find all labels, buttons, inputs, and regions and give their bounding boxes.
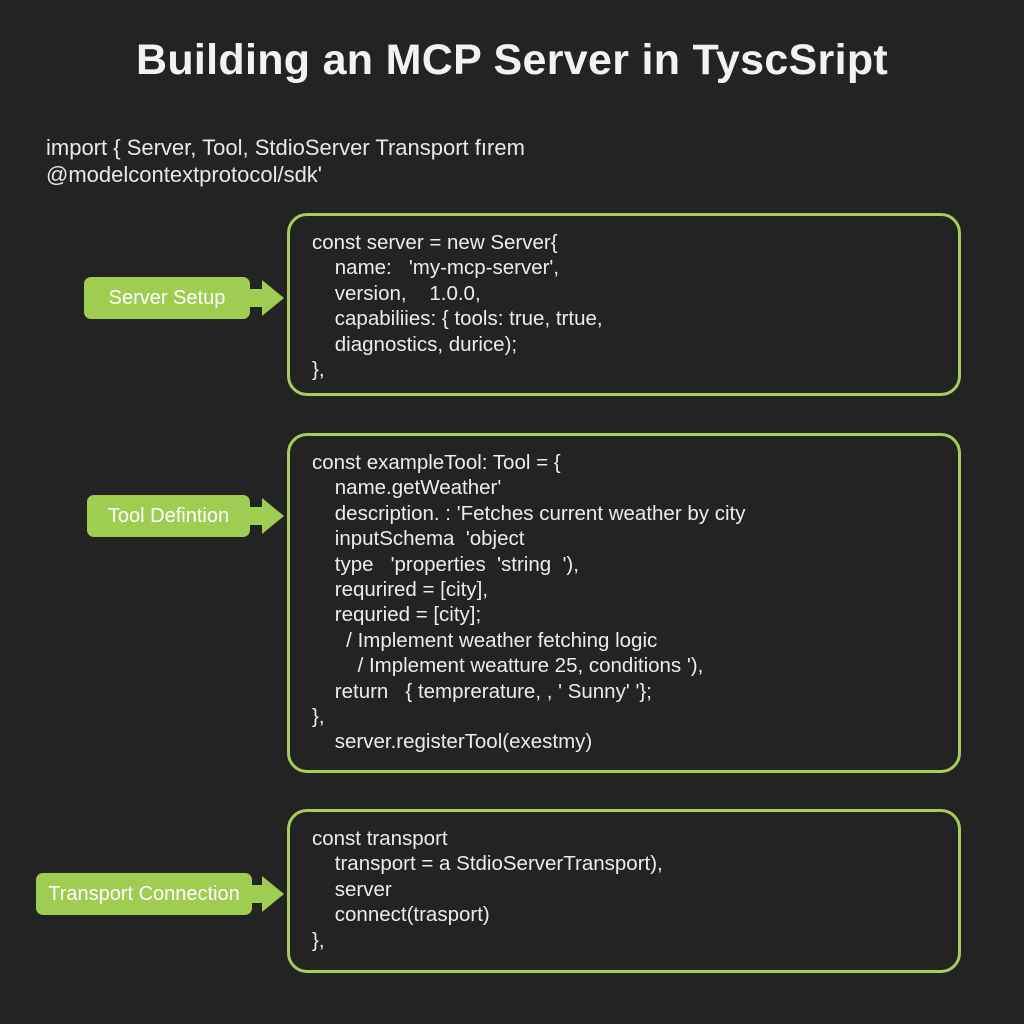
- code-line: },: [312, 928, 325, 952]
- server-setup-label: Server Setup: [84, 277, 284, 319]
- code-line: diagnostics, durice);: [312, 332, 518, 356]
- arrow-stem: [248, 507, 264, 525]
- code-line: capabiliies: { tools: true, trtue,: [312, 307, 603, 331]
- code-line: requried = [city];: [312, 603, 482, 627]
- code-line: type 'properties 'string '),: [312, 552, 579, 576]
- arrow-stem: [250, 885, 264, 903]
- import-statement: import { Server, Tool, StdioServer Trans…: [46, 134, 746, 188]
- transport-connection-code-box: const transport transport = a StdioServe…: [287, 809, 961, 973]
- code-line: },: [312, 705, 325, 729]
- label-box: Tool Defintion: [87, 495, 250, 537]
- code-line: server: [312, 877, 392, 901]
- code-line: version, 1.0.0,: [312, 281, 481, 305]
- code-line: transport = a StdioServerTransport),: [312, 852, 663, 876]
- code-line: return { temprerature, , ' Sunny' '};: [312, 679, 652, 703]
- transport-connection-label: Transport Connection: [36, 873, 284, 915]
- code-line: connect(trasport): [312, 903, 490, 927]
- code-line: / Implement weatture 25, conditions '),: [312, 654, 704, 678]
- arrow-right-icon: [262, 876, 284, 912]
- arrow-right-icon: [262, 498, 284, 534]
- code-line: server.registerTool(exestmy): [312, 730, 593, 754]
- label-box: Server Setup: [84, 277, 250, 319]
- server-setup-code-box: const server = new Server{ name: 'my-mcp…: [287, 213, 961, 396]
- code-line: const exampleTool: Tool = {: [312, 451, 561, 474]
- arrow-right-icon: [262, 280, 284, 316]
- import-line: import { Server, Tool, StdioServer Trans…: [46, 135, 525, 160]
- code-line: const server = new Server{: [312, 231, 558, 254]
- arrow-stem: [248, 289, 264, 307]
- diagram-title: Building an MCP Server in TyscSript: [135, 36, 889, 84]
- import-line: @modelcontextprotocol/sdk': [46, 162, 322, 187]
- code-line: / Implement weather fetching logic: [312, 628, 658, 652]
- code-line: name: 'my-mcp-server',: [312, 256, 560, 280]
- tool-definition-label: Tool Defintion: [87, 495, 285, 537]
- code-line: const transport: [312, 827, 448, 850]
- code-line: name.getWeather': [312, 476, 502, 500]
- code-line: },: [312, 358, 325, 382]
- code-line: description. : 'Fetches current weather …: [312, 501, 746, 525]
- code-line: requrired = [city],: [312, 578, 489, 602]
- label-box: Transport Connection: [36, 873, 252, 915]
- code-line: inputSchema 'object: [312, 527, 525, 551]
- tool-definition-code-box: const exampleTool: Tool = { name.getWeat…: [287, 433, 961, 773]
